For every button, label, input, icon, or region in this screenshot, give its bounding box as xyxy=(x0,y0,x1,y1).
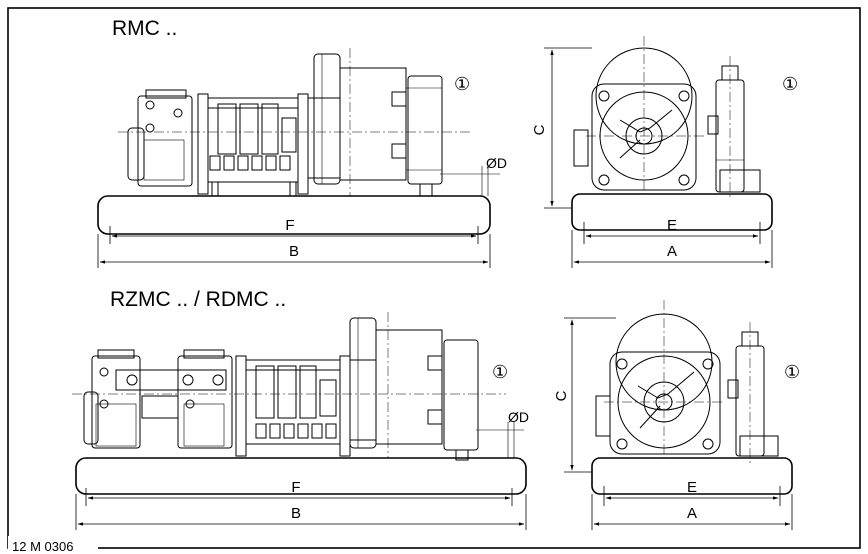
rzmc-diameter-label: ØD xyxy=(508,409,529,425)
rmc-diameter-label: ØD xyxy=(486,155,507,171)
rzmc-dim-a: A xyxy=(687,505,697,522)
rzmc-dim-f: F xyxy=(291,479,300,496)
rzmc-dim-c: C xyxy=(553,390,570,401)
rmc-dim-e: E xyxy=(667,217,677,234)
rzmc-end-marker: ① xyxy=(784,362,800,382)
rmc-dim-b: B xyxy=(289,243,299,260)
rzmc-end-view: C E A ① xyxy=(553,300,800,530)
rzmc-side-marker: ① xyxy=(492,362,508,382)
rmc-dim-c: C xyxy=(531,124,548,135)
rmc-end-view: C E A ① xyxy=(531,36,798,268)
rmc-end-marker: ① xyxy=(782,74,798,94)
drawing-border xyxy=(7,7,861,549)
drawing-number: 12 M 0306 xyxy=(12,539,73,554)
rmc-dim-a: A xyxy=(667,243,677,260)
rmc-title: RMC .. xyxy=(112,17,177,40)
rzmc-dim-b: B xyxy=(291,505,301,522)
rzmc-side-view: RZMC .. / RDMC .. xyxy=(72,288,529,530)
rzmc-title: RZMC .. / RDMC .. xyxy=(110,288,286,311)
rmc-side-view: RMC .. xyxy=(97,17,507,268)
rmc-side-marker: ① xyxy=(454,74,470,94)
rzmc-dim-e: E xyxy=(687,479,697,496)
rmc-dim-f: F xyxy=(285,217,294,234)
